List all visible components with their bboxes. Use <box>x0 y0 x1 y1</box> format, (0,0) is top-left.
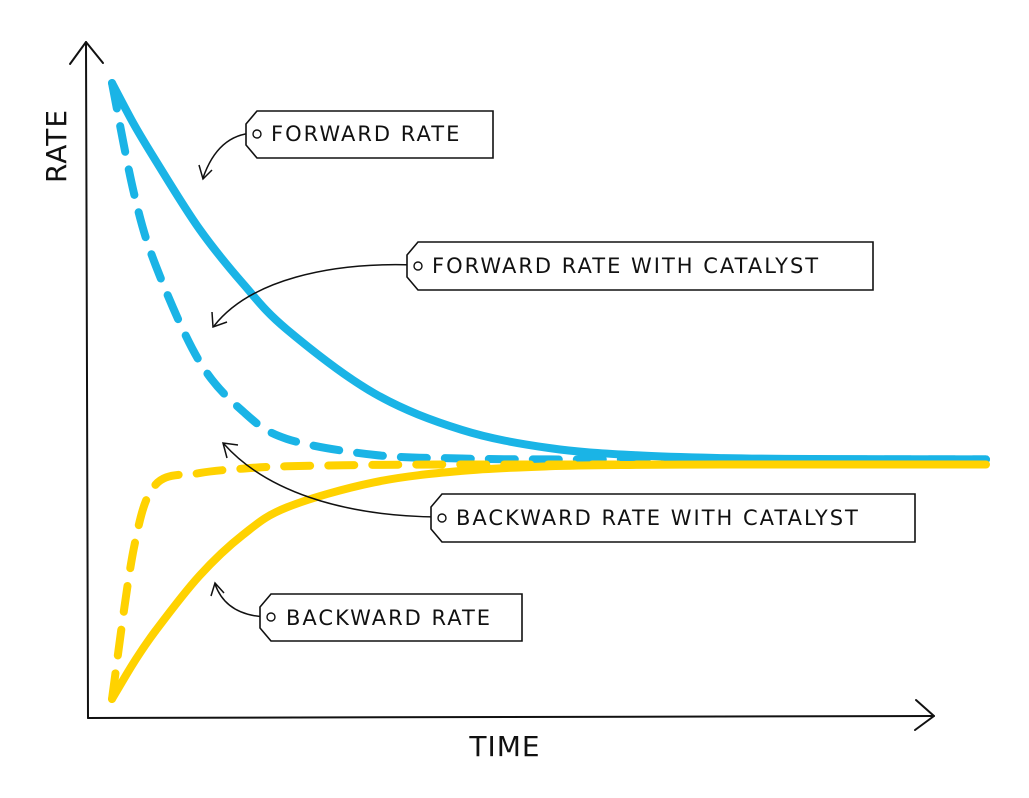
tag-hole-icon <box>413 261 423 271</box>
pointer-backward-rate-catalyst <box>223 443 439 518</box>
series-line-forward-rate-with-catalyst <box>108 79 990 464</box>
tag-forward-rate-catalyst-label: FORWARD RATE WITH CATALYST <box>432 254 820 278</box>
x-axis <box>87 715 935 719</box>
pointer-forward-rate-catalyst-arrowhead <box>211 311 228 329</box>
y-axis-label: RATE <box>40 109 73 183</box>
series-line-backward-rate <box>108 460 990 703</box>
x-axis-label: TIME <box>468 730 540 763</box>
y-axis-arrow <box>69 41 104 65</box>
tag-backward-rate-catalyst-label: BACKWARD RATE WITH CATALYST <box>456 506 860 530</box>
tag-backward-rate: BACKWARD RATE <box>259 593 523 642</box>
tag-forward-rate-catalyst: FORWARD RATE WITH CATALYST <box>406 241 874 291</box>
tag-hole-icon <box>252 129 262 139</box>
tag-backward-rate-catalyst: BACKWARD RATE WITH CATALYST <box>430 493 916 543</box>
y-axis <box>85 41 89 719</box>
series-line-forward-rate <box>108 79 990 464</box>
tag-forward-rate-label: FORWARD RATE <box>271 122 461 146</box>
series-layer <box>108 79 990 703</box>
tag-forward-rate: FORWARD RATE <box>245 110 494 159</box>
pointer-forward-rate-catalyst <box>213 263 415 327</box>
x-axis-arrow <box>914 699 935 731</box>
pointer-backward-rate-arrowhead <box>210 581 225 597</box>
tag-hole-icon <box>266 612 276 622</box>
pointer-backward-rate-catalyst-arrowhead <box>221 442 239 459</box>
tag-hole-icon <box>437 513 447 523</box>
tag-backward-rate-label: BACKWARD RATE <box>286 606 492 630</box>
pointer-forward-rate-arrowhead <box>198 164 213 181</box>
